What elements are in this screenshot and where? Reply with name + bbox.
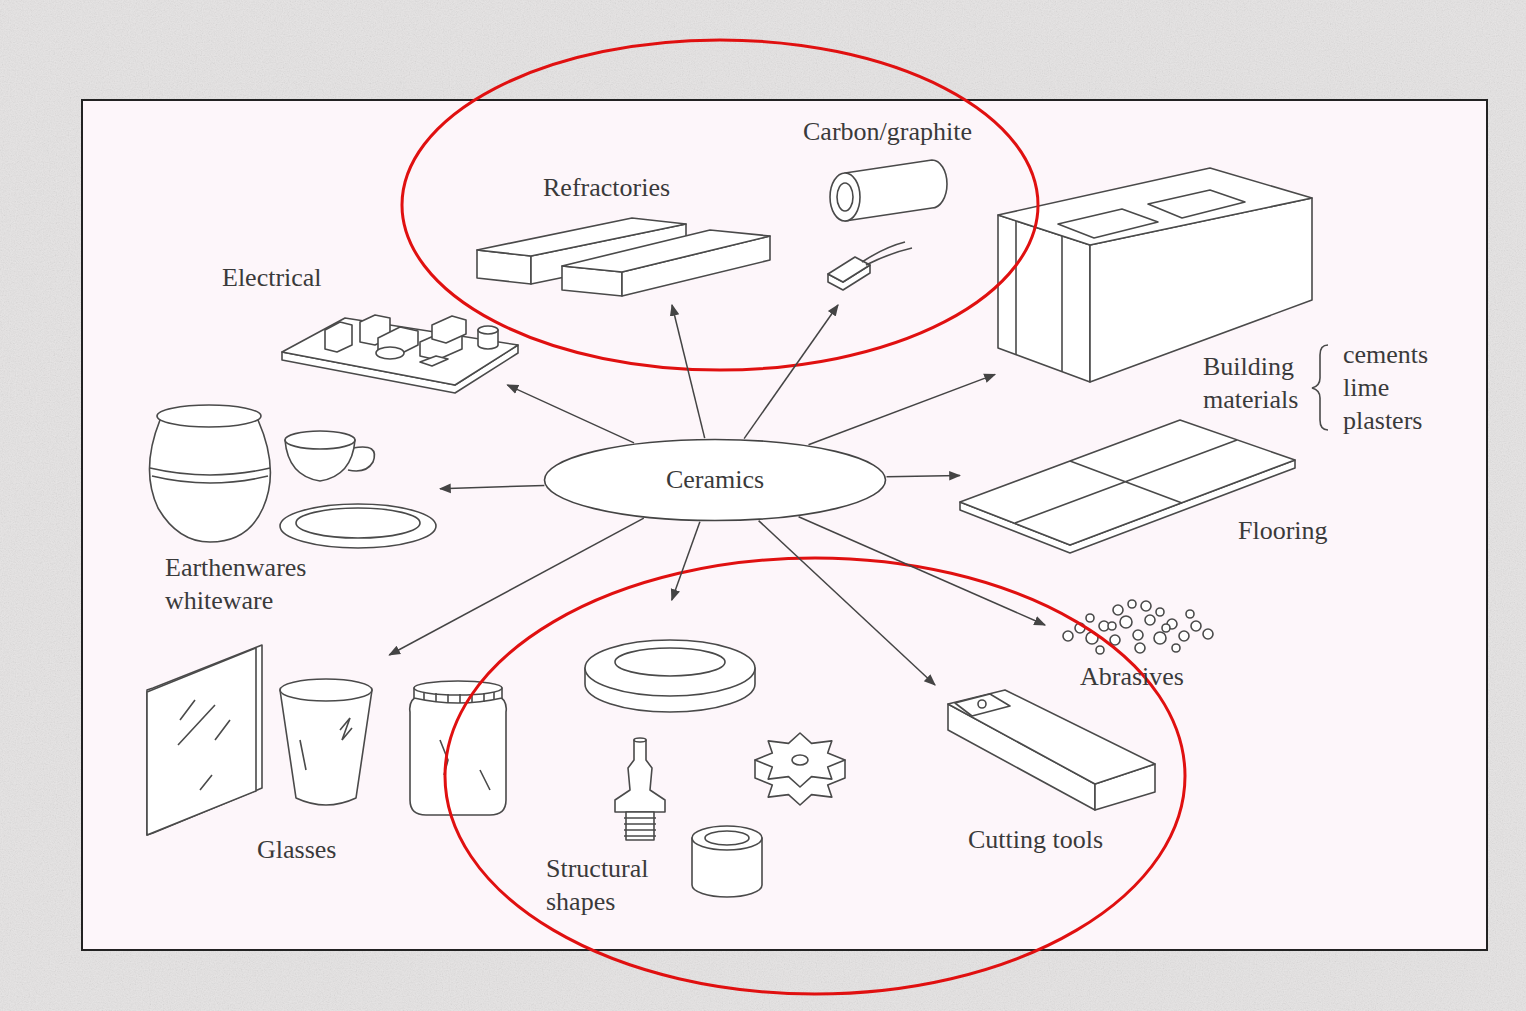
category-group: Abrasives [1045,590,1225,695]
category-label: Electrical [222,261,322,294]
arrow-connector [507,385,634,443]
category-group: Flooring [960,440,1345,555]
category-label: Glasses [257,833,336,866]
arrow-connector [389,518,644,655]
category-label: Abrasives [1080,660,1184,693]
category-label: Ceramics [543,438,887,522]
category-group: Electrical [215,258,520,385]
category-group: Earthenwares whiteware [140,400,440,620]
arrow-connector [799,517,1045,625]
refractory-bricks [477,218,770,296]
category-group: Refractories [470,168,775,305]
highlight-ellipse [402,40,1038,370]
category-group: Carbon/graphite [800,112,1000,305]
category-label: Refractories [543,171,670,204]
arrow-connector [440,485,544,488]
arrow-connector [759,521,935,685]
hub-ellipse: Ceramics [543,438,887,522]
circuit-board [282,315,518,393]
category-group: Structural shapes [540,600,880,920]
arrow-connector [809,374,996,444]
category-label: Flooring [1238,514,1328,547]
glass-items [147,645,506,835]
arrow-connector [672,305,705,438]
category-group: Cutting tools [935,680,1160,860]
arrow-connector [887,476,961,477]
category-group: Building materials cements lime plasters [995,165,1450,435]
category-group: Glasses [140,655,520,870]
sub-list: cements lime plasters [1343,338,1448,437]
arrow-connector [672,522,700,600]
earthenware-items [149,405,436,548]
cutting-tool [948,690,1155,810]
category-label: Earthenwares whiteware [165,551,355,617]
concrete-block [998,168,1328,430]
category-label: Building materials [1203,350,1315,416]
category-label: Carbon/graphite [803,115,972,148]
highlight-ellipse [445,558,1185,994]
category-label: Cutting tools [968,823,1103,856]
category-label: Structural shapes [546,852,681,918]
arrow-connector [744,305,838,439]
graphite-parts [828,160,947,290]
diagram-frame [82,100,1487,950]
